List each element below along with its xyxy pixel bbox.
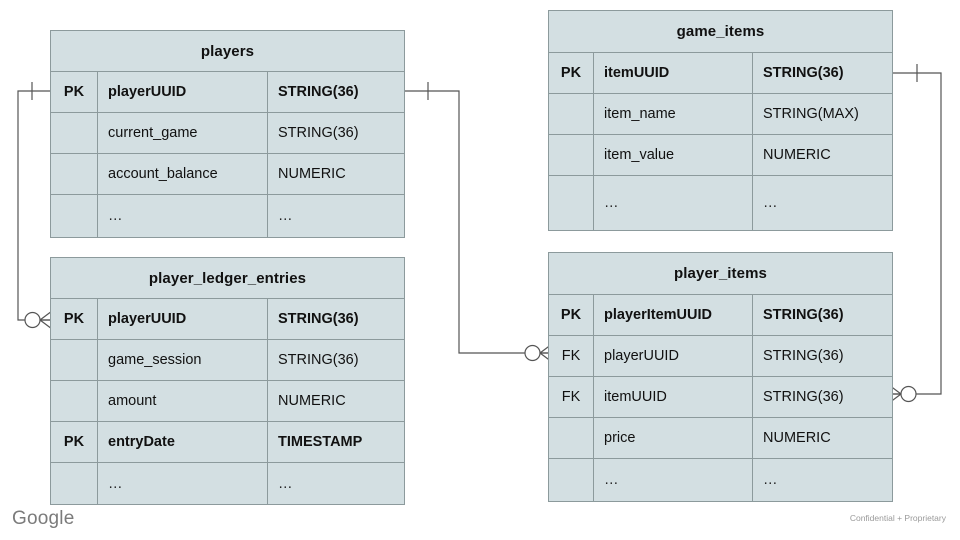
field-type: … — [278, 208, 294, 224]
field-key — [549, 459, 594, 501]
entity-table-player-items[interactable]: player_items PK playerItemUUID STRING(36… — [548, 252, 893, 502]
entity-field-row[interactable]: PK playerUUID STRING(36) — [51, 299, 404, 340]
entity-field-row[interactable]: price NUMERIC — [549, 418, 892, 459]
field-key: FK — [549, 336, 594, 376]
entity-field-row[interactable]: PK entryDate TIMESTAMP — [51, 422, 404, 463]
google-logo-text: Google — [12, 508, 75, 529]
field-type: STRING(36) — [763, 307, 844, 323]
entity-table-game-items[interactable]: game_items PK itemUUID STRING(36) item_n… — [548, 10, 893, 231]
entity-table-players[interactable]: players PK playerUUID STRING(36) current… — [50, 30, 405, 238]
field-name: playerItemUUID — [594, 295, 753, 335]
connector-game-items-to-player-items — [888, 64, 942, 404]
field-key — [51, 113, 98, 153]
field-name: … — [594, 176, 753, 230]
field-type: NUMERIC — [763, 430, 831, 446]
entity-field-row[interactable]: FK itemUUID STRING(36) — [549, 377, 892, 418]
connector-players-to-ledger — [17, 82, 53, 330]
field-name: price — [594, 418, 753, 458]
field-name: itemUUID — [594, 377, 753, 417]
field-type: STRING(36) — [278, 125, 359, 141]
field-type: TIMESTAMP — [278, 434, 363, 450]
field-type: … — [763, 195, 779, 211]
field-type: STRING(MAX) — [763, 106, 859, 122]
field-key: PK — [51, 422, 98, 462]
entity-field-row[interactable]: PK playerUUID STRING(36) — [51, 72, 404, 113]
field-name: item_value — [594, 135, 753, 175]
field-name: … — [98, 463, 268, 504]
entity-title-player-ledger-entries: player_ledger_entries — [51, 258, 404, 299]
entity-field-row[interactable]: item_name STRING(MAX) — [549, 94, 892, 135]
field-key — [51, 195, 98, 237]
entity-title-players: players — [51, 31, 404, 72]
entity-field-row[interactable]: FK playerUUID STRING(36) — [549, 336, 892, 377]
entity-field-row[interactable]: item_value NUMERIC — [549, 135, 892, 176]
field-type: NUMERIC — [278, 393, 346, 409]
field-name: itemUUID — [594, 53, 753, 93]
entity-field-row[interactable]: account_balance NUMERIC — [51, 154, 404, 195]
entity-field-row-more[interactable]: … … — [549, 459, 892, 501]
field-key — [51, 340, 98, 380]
confidentiality-notice: Confidential + Proprietary — [849, 513, 946, 523]
entity-field-row[interactable]: PK playerItemUUID STRING(36) — [549, 295, 892, 336]
entity-field-row[interactable]: game_session STRING(36) — [51, 340, 404, 381]
field-type: NUMERIC — [278, 166, 346, 182]
field-key — [51, 381, 98, 421]
field-key — [549, 135, 594, 175]
field-name: playerUUID — [98, 299, 268, 339]
field-type: STRING(36) — [763, 348, 844, 364]
field-type: STRING(36) — [278, 352, 359, 368]
field-name: account_balance — [98, 154, 268, 194]
field-type: NUMERIC — [763, 147, 831, 163]
field-key — [549, 176, 594, 230]
field-key: PK — [51, 72, 98, 112]
field-name: item_name — [594, 94, 753, 134]
field-key — [549, 418, 594, 458]
field-key: PK — [549, 53, 594, 93]
entity-field-row[interactable]: PK itemUUID STRING(36) — [549, 53, 892, 94]
field-type: STRING(36) — [763, 65, 844, 81]
entity-field-row-more[interactable]: … … — [549, 176, 892, 230]
field-key: FK — [549, 377, 594, 417]
field-type: … — [763, 472, 779, 488]
field-name: playerUUID — [98, 72, 268, 112]
entity-table-player-ledger-entries[interactable]: player_ledger_entries PK playerUUID STRI… — [50, 257, 405, 505]
field-name: … — [594, 459, 753, 501]
field-key: PK — [51, 299, 98, 339]
field-name: … — [98, 195, 268, 237]
field-key: PK — [549, 295, 594, 335]
entity-field-row-more[interactable]: … … — [51, 195, 404, 237]
field-type: STRING(36) — [278, 84, 359, 100]
entity-title-player-items: player_items — [549, 253, 892, 295]
field-type: … — [278, 475, 294, 492]
field-name: amount — [98, 381, 268, 421]
field-name: playerUUID — [594, 336, 753, 376]
field-key — [51, 154, 98, 194]
field-name: game_session — [98, 340, 268, 380]
entity-field-row[interactable]: current_game STRING(36) — [51, 113, 404, 154]
field-key — [51, 463, 98, 504]
entity-field-row[interactable]: amount NUMERIC — [51, 381, 404, 422]
field-name: entryDate — [98, 422, 268, 462]
field-type: STRING(36) — [763, 389, 844, 405]
connector-players-to-player-items — [405, 82, 553, 363]
field-key — [549, 94, 594, 134]
field-name: current_game — [98, 113, 268, 153]
entity-title-game-items: game_items — [549, 11, 892, 53]
entity-field-row-more[interactable]: … … — [51, 463, 404, 504]
field-type: STRING(36) — [278, 311, 359, 327]
